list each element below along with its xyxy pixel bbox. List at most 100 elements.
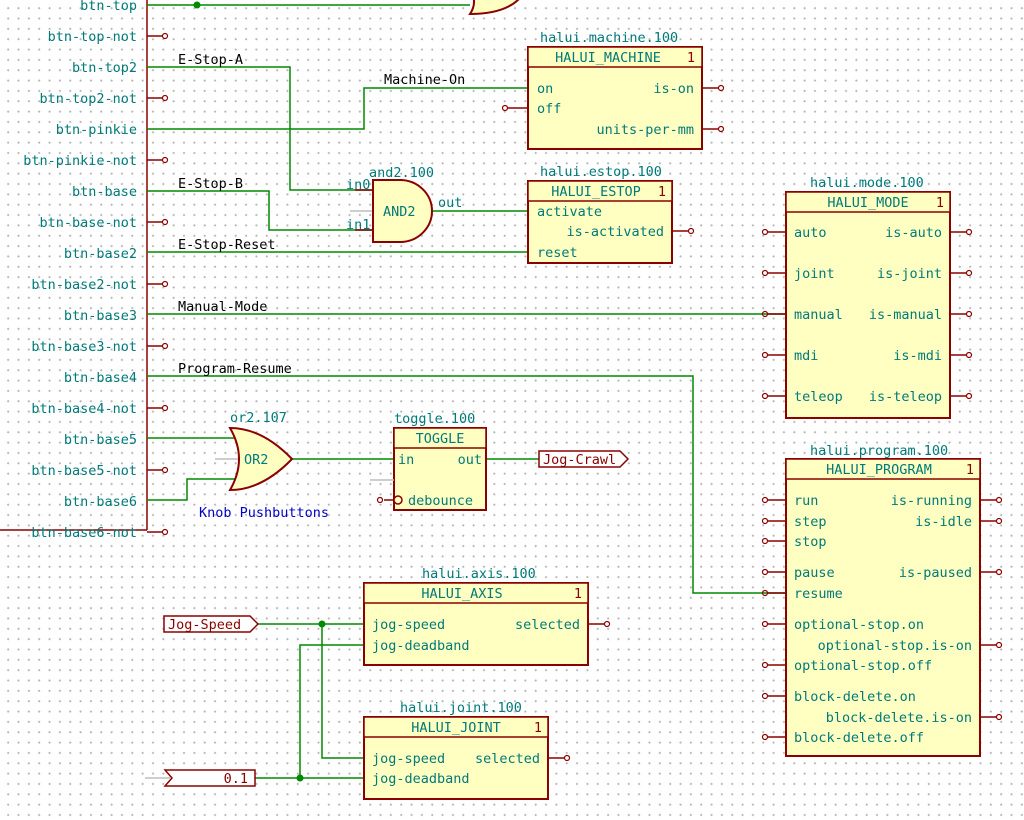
connector-pin-label: btn-base6 <box>64 494 137 510</box>
connector-pin-btn-base4[interactable]: btn-base4 <box>64 370 137 386</box>
program-in-pin: optional-stop.on <box>794 617 924 633</box>
connector-pin-btn-base5[interactable]: btn-base5 <box>64 432 137 448</box>
mode-in-pin: joint <box>794 266 835 282</box>
connector-pin-label: btn-base3 <box>64 308 137 324</box>
net-label-program-resume: Program-Resume <box>178 361 292 377</box>
connector-pin-btn-pinkie-not[interactable]: btn-pinkie-not <box>23 153 169 169</box>
machine-unit: 1 <box>687 50 695 66</box>
program-pin-row[interactable]: block-delete.on <box>761 689 916 705</box>
svg-text:0.1: 0.1 <box>224 771 248 787</box>
connector-pin-btn-base3[interactable]: btn-base3 <box>64 308 137 324</box>
halui-machine-block[interactable]: halui.machine.100 HALUI_MACHINE 1 on off… <box>501 30 725 150</box>
jog-speed-label[interactable]: Jog-Speed <box>163 615 260 633</box>
connector-pin-btn-top-not[interactable]: btn-top-not <box>48 29 169 45</box>
program-in-pin: pause <box>794 565 835 581</box>
axis-ref: halui.axis.100 <box>422 566 536 582</box>
toggle-ref: toggle.100 <box>394 411 475 427</box>
connector-pin-btn-base5-not[interactable]: btn-base5-not <box>31 463 169 479</box>
program-pin-row[interactable]: block-delete.off <box>761 730 925 746</box>
net-e-stop-b[interactable] <box>147 190 372 231</box>
net-program-resume[interactable] <box>147 375 786 594</box>
connector-pin-btn-base6[interactable]: btn-base6 <box>64 494 137 510</box>
program-in-pin: step <box>794 514 827 530</box>
wire-junction <box>296 774 304 782</box>
joint-jog-deadband-pin: jog-deadband <box>372 771 470 787</box>
machine-units-per-mm-pin: units-per-mm <box>596 122 694 138</box>
toggle-component[interactable]: toggle.100 TOGGLE in out debounce <box>370 411 487 511</box>
connector-pin-label: btn-base <box>72 184 137 200</box>
program-pin-row[interactable]: optional-stop.on <box>761 617 925 633</box>
program-pin-row[interactable]: stop <box>761 534 827 550</box>
net-jog-speed-joint[interactable] <box>321 624 365 759</box>
connector-pin-btn-base2[interactable]: btn-base2 <box>64 246 137 262</box>
halui-estop-block[interactable]: halui.estop.100 HALUI_ESTOP 1 activate r… <box>527 164 695 264</box>
axis-jog-deadband-pin: jog-deadband <box>372 638 470 654</box>
net-label-e-stop-b: E-Stop-B <box>178 176 243 192</box>
estop-is-activated-pin: is-activated <box>566 224 664 240</box>
net-or-in1[interactable] <box>147 478 238 501</box>
joint-jog-speed-pin: jog-speed <box>372 751 445 767</box>
and2-gate[interactable]: and2.100 in0 in1 AND2 out <box>346 165 462 243</box>
and2-in0-label: in0 <box>346 177 370 193</box>
mode-ref: halui.mode.100 <box>810 175 924 191</box>
program-out-pin: is-paused <box>899 565 972 581</box>
connector-pin-btn-base[interactable]: btn-base <box>72 184 137 200</box>
machine-ref: halui.machine.100 <box>540 30 678 46</box>
connector-pin-label: btn-top2-not <box>39 91 137 107</box>
program-pin-row[interactable]: optional-stop.is-on <box>818 638 1003 654</box>
connector-pin-btn-top2[interactable]: btn-top2 <box>72 60 137 76</box>
program-out-pin: is-idle <box>915 514 972 530</box>
program-pin-row[interactable]: pause is-paused <box>761 565 1003 581</box>
connector-pin-btn-base2-not[interactable]: btn-base2-not <box>31 277 169 293</box>
connector-pin-label: btn-base6-not <box>31 525 137 541</box>
or2-ref: or2.107 <box>230 410 287 426</box>
estop-unit: 1 <box>658 184 666 200</box>
connector-pin-btn-base4-not[interactable]: btn-base4-not <box>31 401 169 417</box>
halui-joint-block[interactable]: halui.joint.100 HALUI_JOINT 1 jog-speed … <box>363 700 571 800</box>
net-jog-deadband-axis[interactable] <box>299 644 365 778</box>
net-label-machine-on: Machine-On <box>384 72 465 88</box>
estop-title: HALUI_ESTOP <box>551 184 640 200</box>
or2-gate[interactable]: or2.107 OR2 <box>215 410 294 492</box>
net-label-e-stop-reset: E-Stop-Reset <box>178 237 276 253</box>
connector-pin-btn-top2-not[interactable]: btn-top2-not <box>39 91 169 107</box>
net-machine-on[interactable] <box>147 87 530 130</box>
axis-unit: 1 <box>574 586 582 602</box>
program-pin-row[interactable]: resume <box>761 586 843 602</box>
estop-activate-pin: activate <box>537 204 602 220</box>
machine-title: HALUI_MACHINE <box>555 50 661 66</box>
mode-in-pin: auto <box>794 225 827 241</box>
program-pin-row[interactable]: step is-idle <box>761 514 1003 530</box>
jog-crawl-label[interactable]: Jog-Crawl <box>538 450 630 468</box>
mode-out-pin: is-mdi <box>893 348 942 364</box>
mode-pin-row[interactable]: auto is-auto <box>761 225 973 241</box>
joint-unit: 1 <box>534 720 542 736</box>
connector-pin-label: btn-base4 <box>64 370 137 386</box>
connector-pin-label: btn-top2 <box>72 60 137 76</box>
program-pin-row[interactable]: block-delete.is-on <box>826 710 1003 726</box>
program-out-pin: optional-stop.is-on <box>818 638 972 654</box>
halui-axis-block[interactable]: halui.axis.100 HALUI_AXIS 1 jog-speed jo… <box>363 566 611 666</box>
joint-title: HALUI_JOINT <box>411 720 500 736</box>
and2-ref: and2.100 <box>369 165 434 181</box>
connector-pin-btn-base3-not[interactable]: btn-base3-not <box>31 339 169 355</box>
connector-pin-btn-pinkie[interactable]: btn-pinkie <box>56 122 137 138</box>
connector-pin-label: btn-top <box>80 0 137 14</box>
mode-out-pin: is-auto <box>885 225 942 241</box>
svg-text:Jog-Speed: Jog-Speed <box>168 617 241 633</box>
machine-on-pin: on <box>537 81 553 97</box>
program-in-pin: stop <box>794 534 827 550</box>
connector-pin-btn-base6-not[interactable]: btn-base6-not <box>31 525 169 541</box>
connector-pin-btn-base-not[interactable]: btn-base-not <box>39 215 169 231</box>
program-pin-row[interactable]: optional-stop.off <box>761 658 933 674</box>
connector-pin-btn-top[interactable]: btn-top <box>80 0 137 14</box>
constant-value[interactable]: 0.1 <box>145 769 256 787</box>
